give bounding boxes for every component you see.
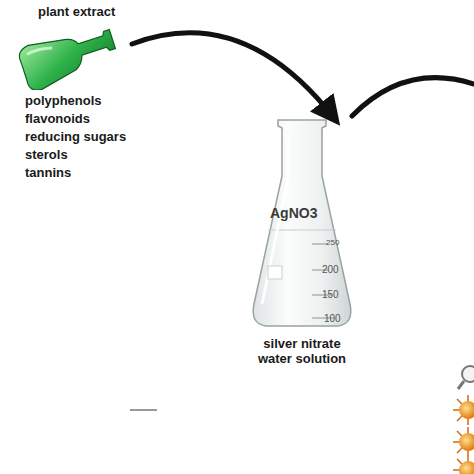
node-text: plant extract xyxy=(38,4,132,19)
graduation-number: 150 xyxy=(322,289,339,300)
node-text: AgNO3 xyxy=(270,206,340,221)
curved-arrow xyxy=(132,33,334,118)
node-text: silver nitrate water solution xyxy=(248,336,356,366)
node-text: tannins xyxy=(25,165,132,180)
graduation-number: 250 xyxy=(326,238,339,247)
dash-mark xyxy=(130,409,157,411)
node-text: flavonoids xyxy=(25,111,132,126)
nanoparticle-symbol xyxy=(453,395,474,474)
graduation-number: 200 xyxy=(322,264,339,275)
graduation-number: 100 xyxy=(324,313,341,324)
plant-extract-flask: plant extract polyphenols flavonoids reduci… xyxy=(12,0,132,200)
magnifier-symbol xyxy=(458,366,474,389)
node-text: sterols xyxy=(25,147,132,162)
outgoing-arrow xyxy=(352,78,474,116)
glass-flask xyxy=(248,118,356,330)
node-text: polyphenols xyxy=(25,93,132,108)
silver-nitrate-flask: AgNO3 silver nitrate water solution xyxy=(248,118,356,370)
node-text: reducing sugars xyxy=(25,129,132,144)
green-flask xyxy=(12,18,122,90)
